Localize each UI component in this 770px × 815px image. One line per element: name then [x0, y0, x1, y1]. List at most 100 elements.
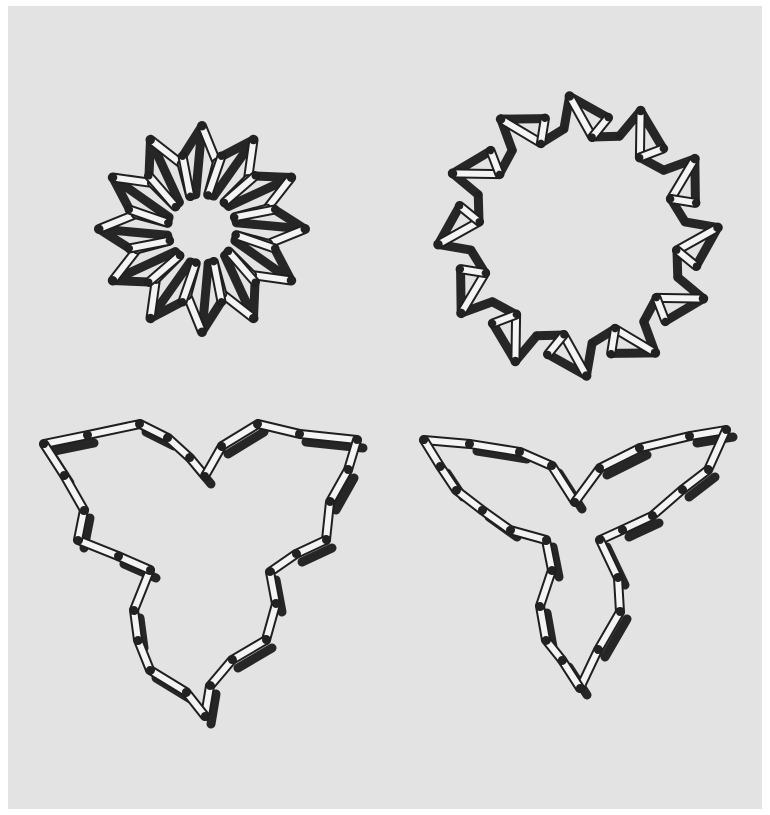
joint	[674, 274, 681, 281]
joint	[699, 294, 708, 303]
joint	[537, 140, 544, 147]
light-link	[461, 269, 486, 273]
light-link	[671, 199, 696, 203]
joint	[636, 154, 643, 161]
joint	[667, 195, 674, 202]
joint	[448, 169, 457, 178]
joint	[596, 536, 604, 544]
joint	[565, 92, 574, 101]
joint	[636, 106, 645, 115]
joint	[548, 462, 556, 470]
joint	[582, 371, 591, 380]
joint	[541, 115, 548, 122]
joint	[344, 466, 352, 474]
joint	[74, 536, 82, 544]
light-link	[210, 660, 232, 686]
joint	[201, 712, 209, 720]
joint	[80, 506, 88, 514]
light-link	[205, 446, 222, 476]
light-link	[552, 466, 575, 502]
joint	[145, 172, 152, 179]
joint	[198, 122, 207, 131]
light-link	[64, 475, 84, 510]
joint	[210, 193, 217, 200]
joint	[206, 682, 214, 690]
joint	[252, 172, 259, 179]
joint	[326, 498, 334, 506]
joint	[513, 311, 520, 318]
joint	[704, 466, 712, 474]
joint	[548, 566, 556, 574]
joint	[146, 135, 155, 144]
joint	[457, 309, 466, 318]
joint	[487, 147, 494, 154]
joint	[228, 656, 236, 664]
joint	[164, 434, 172, 442]
joint	[544, 351, 551, 358]
joint	[482, 270, 489, 277]
joint	[478, 506, 486, 514]
joint	[475, 191, 482, 198]
light-link	[618, 578, 620, 612]
joint	[292, 550, 300, 558]
joint	[692, 199, 699, 206]
joint	[146, 666, 154, 674]
joint	[618, 526, 626, 534]
joint	[84, 431, 92, 439]
trefoil-linkage	[420, 426, 733, 695]
joint	[145, 279, 152, 286]
light-link	[580, 650, 598, 688]
star-linkage	[95, 122, 310, 337]
joint	[660, 167, 667, 174]
joint	[172, 248, 179, 255]
light-link	[326, 502, 330, 540]
joint	[536, 602, 544, 610]
joint	[533, 332, 540, 339]
joint	[252, 279, 259, 286]
joint	[542, 636, 550, 644]
triangle-linkage	[40, 420, 363, 724]
joint	[108, 276, 117, 285]
joint	[608, 350, 615, 357]
joint	[651, 348, 660, 357]
joint	[182, 688, 190, 696]
light-link	[541, 119, 545, 144]
joint	[506, 526, 514, 534]
joint	[420, 436, 428, 444]
joint	[114, 552, 122, 560]
joint	[594, 646, 602, 654]
light-link	[652, 490, 682, 516]
joint	[457, 266, 464, 273]
joint	[673, 247, 680, 254]
joint	[605, 114, 612, 121]
joint	[179, 153, 186, 160]
light-link	[515, 315, 516, 362]
ring-linkage	[434, 92, 722, 380]
joint	[434, 240, 443, 249]
joint	[660, 145, 667, 152]
joint	[653, 294, 660, 301]
joint	[589, 340, 596, 347]
joint	[636, 444, 644, 452]
joint	[682, 218, 689, 225]
joint	[616, 608, 624, 616]
joint	[205, 260, 212, 267]
light-link	[611, 329, 615, 354]
joint	[287, 173, 296, 182]
joint	[179, 298, 186, 305]
joint	[648, 512, 656, 520]
joint	[262, 636, 270, 644]
joint	[201, 472, 209, 480]
joint	[187, 193, 194, 200]
joint	[126, 245, 133, 252]
light-link	[575, 468, 600, 502]
joint	[126, 206, 133, 213]
joint	[254, 420, 262, 428]
joint	[271, 245, 278, 252]
joint	[466, 440, 474, 448]
joint	[136, 420, 144, 428]
joint	[249, 135, 258, 144]
joint	[693, 263, 700, 270]
joint	[456, 202, 463, 209]
joint	[301, 225, 310, 234]
